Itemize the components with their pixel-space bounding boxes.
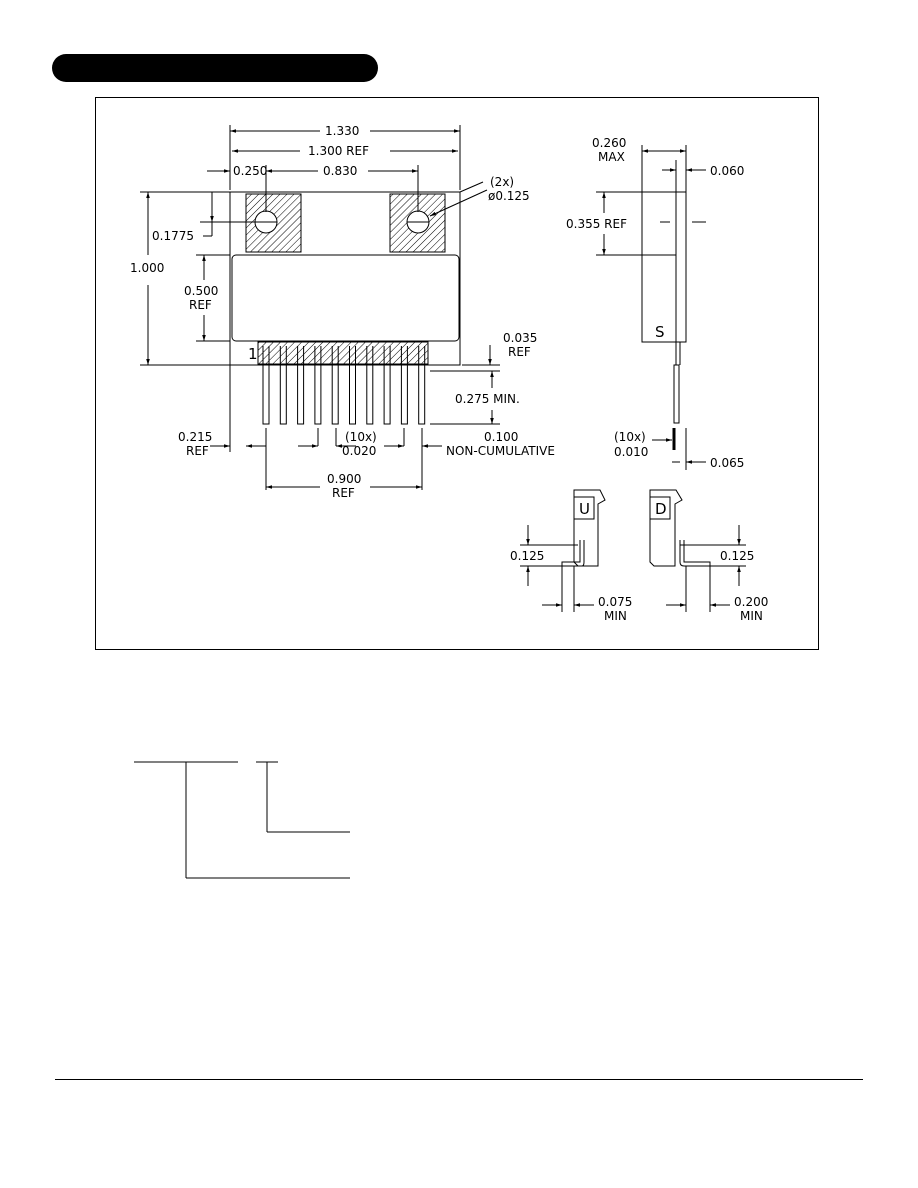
height-label: 1.000 [130, 261, 164, 275]
hole-pos-label: 0.355 REF [566, 217, 627, 231]
bend-up-height-label: 0.125 [510, 549, 544, 563]
lead-length-label: 0.275 MIN. [455, 392, 520, 406]
standoff-ref-label: REF [508, 345, 531, 359]
bend-up-letter: U [579, 500, 590, 518]
side-view-labels: 0.260 MAX 0.060 0.355 REF S (10x) 0.010 … [566, 136, 744, 470]
body-height-label: 0.500 [184, 284, 218, 298]
bend-up-length-note: MIN [604, 609, 627, 623]
pitch-label: 0.100 [484, 430, 518, 444]
bend-down-height-label: 0.125 [720, 549, 754, 563]
lead [400, 346, 408, 425]
pin-one-label: 1 [248, 345, 258, 363]
header-bar [52, 54, 378, 82]
bend-down-length-label: 0.200 [734, 595, 768, 609]
overall-width-label: 1.330 [325, 124, 359, 138]
side-thickness-note: MAX [598, 150, 625, 164]
hole-height-label: 0.1775 [152, 229, 194, 243]
side-lead-count-label: (10x) [614, 430, 646, 444]
lead-count-label: (10x) [345, 430, 377, 444]
pitch-note-label: NON-CUMULATIVE [446, 444, 555, 458]
first-lead-ref-label: REF [186, 444, 209, 458]
drawing-frame [95, 97, 819, 650]
lead [349, 346, 356, 425]
lead [297, 346, 305, 425]
bend-labels: U 0.125 0.075 MIN D 0.125 0.200 MIN [510, 500, 768, 623]
front-view-labels: 1.330 1.300 REF 0.250 0.830 (2x) ø0.125 … [130, 124, 555, 500]
lead [262, 346, 270, 425]
side-lead-thick-label: 0.010 [614, 445, 648, 459]
footer-rule [55, 1079, 863, 1080]
lead [331, 346, 339, 425]
front-view-outline [229, 191, 461, 366]
hole-dia-label: ø0.125 [488, 189, 530, 203]
first-lead-label: 0.215 [178, 430, 212, 444]
lead [314, 346, 322, 425]
tab-thick-label: 0.060 [710, 164, 744, 178]
side-thickness-label: 0.260 [592, 136, 626, 150]
bend-down-letter: D [655, 500, 667, 518]
bend-up-length-label: 0.075 [598, 595, 632, 609]
lead [279, 346, 287, 425]
lead-offset-label: 0.065 [710, 456, 744, 470]
ref-width-label: 1.300 REF [308, 144, 369, 158]
side-view-outline [641, 191, 687, 450]
lead [383, 346, 391, 425]
bend-up-view [520, 489, 606, 612]
hole-count-label: (2x) [490, 175, 514, 189]
body-height-ref-label: REF [189, 298, 212, 312]
span-label: 0.900 [327, 472, 361, 486]
span-ref-label: REF [332, 486, 355, 500]
hole-spacing-label: 0.830 [323, 164, 357, 178]
standoff-label: 0.035 [503, 331, 537, 345]
front-view-leads [262, 346, 426, 425]
bend-down-view [649, 489, 746, 612]
front-view-dimensions [140, 125, 500, 490]
lead [418, 346, 426, 425]
side-s-label: S [655, 323, 665, 341]
tab-offset-label: 0.250 [233, 164, 267, 178]
lead [366, 346, 374, 425]
side-view-dimensions [596, 145, 706, 470]
ordering-code-brackets [134, 761, 350, 879]
bend-down-length-note: MIN [740, 609, 763, 623]
lead-width-label: 0.020 [342, 444, 376, 458]
